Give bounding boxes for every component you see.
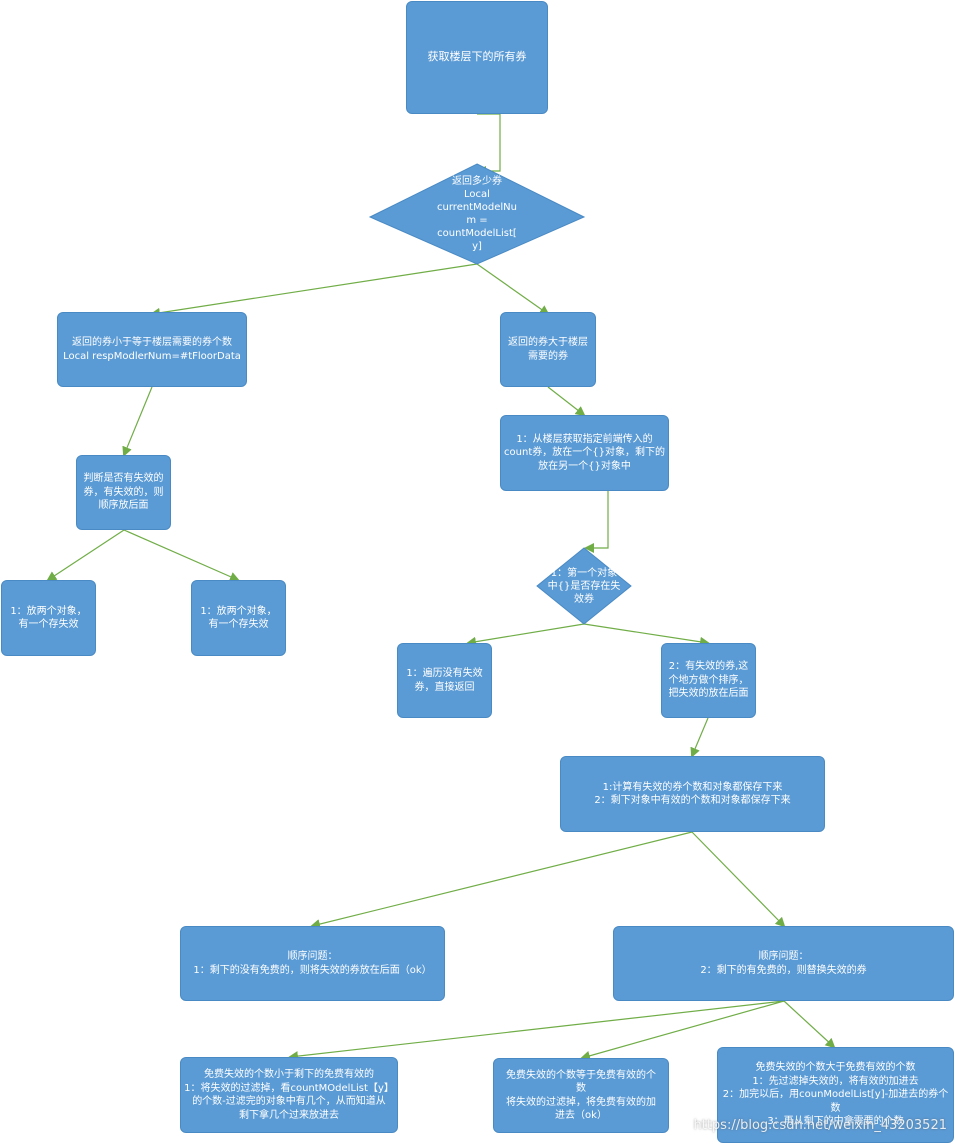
- connector-floor-to-decision2: [584, 491, 609, 553]
- node-greater: 返回的券大于楼层 需要的券: [500, 312, 596, 387]
- node-decision-count: 返回多少券 Local currentModelNu m = countMode…: [437, 176, 517, 252]
- node-case-greater: 免费失效的个数大于免费有效的个数 1：先过滤掉失效的，将有效的加进去 2：加完以…: [717, 1047, 954, 1143]
- connector-judge-to-left-b: [123, 529, 240, 582]
- node-order-has-free: 顺序问题： 2：剩下的有免费的，则替换失效的券: [613, 926, 954, 1001]
- connector-free-to-less: [288, 1000, 785, 1062]
- node-calculate: 1:计算有失效的券个数和对象都保存下来 2：剩下对象中有效的个数和对象都保存下来: [560, 756, 825, 832]
- connector-free-to-equal: [580, 1000, 785, 1061]
- connector-decision2-to-no-invalid: [466, 623, 585, 647]
- connector-decision-to-greater: [476, 263, 550, 316]
- connector-has-invalid-to-calc: [690, 717, 709, 758]
- node-case-less: 免费失效的个数小于剩下的免费有效的 1：将失效的过滤掉，看countMOdelL…: [180, 1057, 398, 1133]
- node-no-invalid: 1：遍历没有失效 券，直接返回: [397, 643, 492, 718]
- node-has-invalid: 2：有失效的券,这 个地方做个排序， 把失效的放在后面: [661, 643, 756, 718]
- watermark: https://blog.csdn.net/weixin_43203521: [693, 1118, 947, 1133]
- connector-get-to-decision: [476, 113, 501, 176]
- node-left-object-b: 1：放两个对象， 有一个存失效: [191, 580, 286, 656]
- connector-decision2-to-has-invalid: [583, 623, 710, 647]
- node-order-no-free: 顺序问题： 1：剩下的没有免费的，则将失效的券放在后面（ok）: [180, 926, 445, 1001]
- node-case-equal: 免费失效的个数等于免费有效的个 数 将失效的过滤掉，将免费有效的加 进去（ok）: [493, 1058, 669, 1133]
- connector-decision-to-less: [150, 263, 478, 318]
- node-judge-invalid: 判断是否有失效的 券，有失效的，则 顺序放后面: [76, 455, 171, 530]
- connector-free-to-greater: [783, 1000, 836, 1049]
- connector-calc-to-order-has-free: [691, 831, 786, 928]
- node-get-from-floor: 1：从楼层获取指定前端传入的 count券，放在一个{}对象，剩下的 放在另一个…: [500, 415, 669, 491]
- node-decision-first-object: 1：第一个对象 中{}是否存在失 效券: [547, 567, 621, 605]
- node-get-all-coupons: 获取楼层下的所有券: [406, 1, 548, 114]
- decision-shape-first-object: [536, 547, 632, 625]
- connector-judge-to-left-a: [46, 529, 125, 582]
- node-left-object-a: 1：放两个对象， 有一个存失效: [1, 580, 96, 656]
- connector-calc-to-order-no-free: [310, 831, 693, 929]
- connector-greater-to-floor: [547, 386, 586, 417]
- node-less-or-equal: 返回的券小于等于楼层需要的券个数 Local respModlerNum=#tF…: [57, 312, 247, 387]
- connector-less-to-judge: [122, 386, 153, 457]
- decision-shape-count: [368, 163, 586, 265]
